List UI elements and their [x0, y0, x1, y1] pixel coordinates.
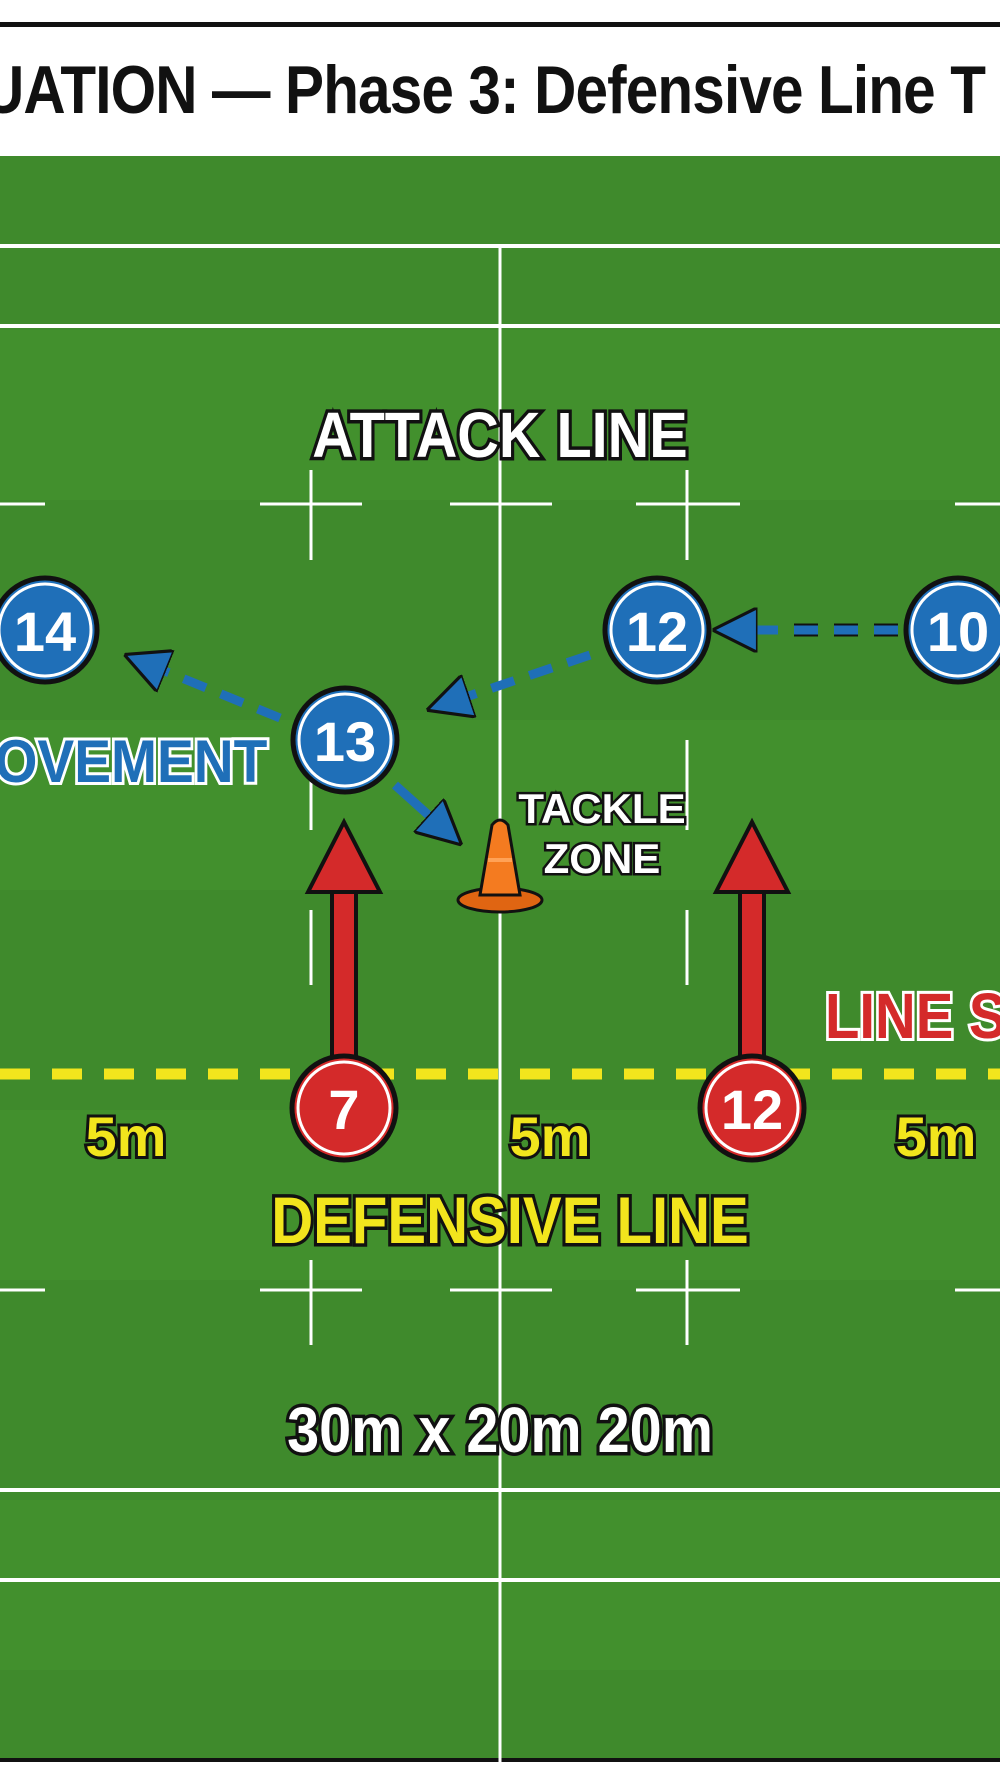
- attacker-12: 12: [602, 575, 712, 685]
- attacker-number: 13: [314, 710, 376, 773]
- tackle-zone-label-line1: TACKLE: [518, 785, 685, 832]
- attacker-13: 13: [290, 685, 400, 795]
- defender-7: 7: [289, 1053, 399, 1163]
- attacker-number: 14: [14, 600, 76, 663]
- distance-label: 5m: [896, 1105, 977, 1168]
- movement-label: OVEMENT: [0, 729, 267, 796]
- diagram-title: UATION — Phase 3: Defensive Line T: [0, 52, 986, 128]
- defensive-line-label: DEFENSIVE LINE: [271, 1185, 749, 1258]
- defender-number: 12: [721, 1078, 783, 1141]
- title-bar: UATION — Phase 3: Defensive Line T: [0, 22, 1000, 149]
- run-arrow-13-to-tackle: [391, 781, 445, 830]
- attacker-10: 10: [903, 575, 1000, 685]
- attacker-number: 12: [626, 600, 688, 663]
- line-speed-label: LINE S: [825, 980, 1000, 1052]
- attacker-number: 10: [927, 600, 989, 663]
- cone-icon: [456, 818, 544, 914]
- pass-arrow-13-to-14: [145, 663, 282, 723]
- line-speed-arrow-12: [712, 817, 792, 1062]
- distance-label: 5m: [86, 1105, 167, 1168]
- distance-label: 5m: [510, 1105, 591, 1168]
- pitch-diagram: ATTACK LINE OVEMENT 14 13 12 10 TACKLE Z…: [0, 152, 1000, 1762]
- attack-line-label: ATTACK LINE: [312, 399, 687, 470]
- defender-number: 7: [328, 1078, 359, 1141]
- rugby-pitch: ATTACK LINE OVEMENT 14 13 12 10 TACKLE Z…: [0, 152, 1000, 1762]
- tackle-zone-label-line2: ZONE: [544, 835, 661, 882]
- attacker-14: 14: [0, 575, 100, 685]
- field-dimensions-label: 30m x 20m 20m: [287, 1394, 713, 1465]
- defender-12: 12: [697, 1053, 807, 1163]
- pass-arrow-12-to-13: [448, 650, 592, 703]
